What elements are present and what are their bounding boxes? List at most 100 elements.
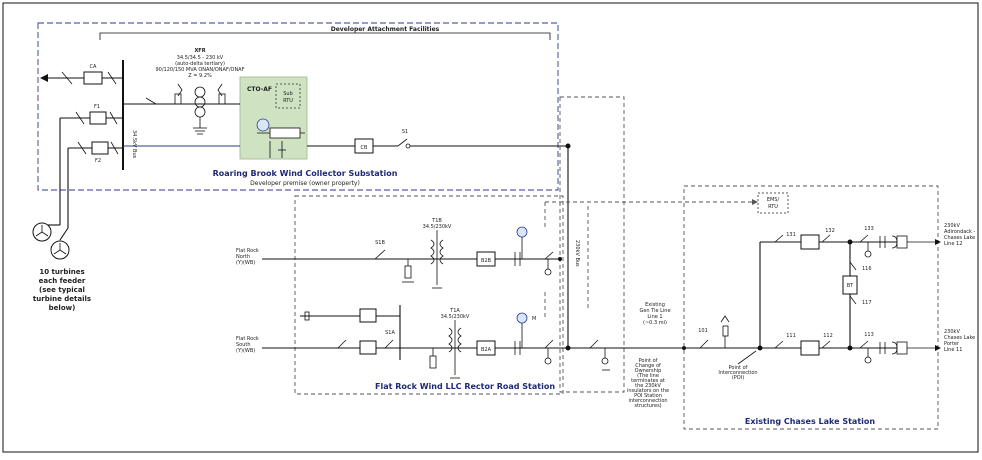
cb-bottom bbox=[476, 340, 496, 356]
poco-10: structures) bbox=[634, 403, 661, 409]
collector-subtitle: Developer premise (owner property) bbox=[250, 180, 360, 187]
collector-title: Roaring Brook Wind Collector Substation bbox=[213, 169, 398, 178]
line-bottom-2: South bbox=[236, 342, 251, 348]
chases-boundary bbox=[683, 185, 939, 430]
sw-113-label: 113 bbox=[864, 332, 874, 338]
collector-transformer: XFR 34.5/34.5 - 230 kV (auto-delta terti… bbox=[156, 48, 245, 135]
collector-switch-label: S1 bbox=[402, 129, 408, 135]
f1-label: F1 bbox=[94, 104, 100, 110]
out-top-3: Chases Lake bbox=[944, 235, 975, 241]
poco-8: POI Station bbox=[634, 393, 662, 399]
gen-tie-3: Line 1 bbox=[647, 314, 662, 320]
turbine-note-1: 10 turbines bbox=[39, 268, 84, 276]
sw-111-label: 111 bbox=[786, 333, 796, 339]
flat-rock-title: Flat Rock Wind LLC Rector Road Station bbox=[375, 382, 555, 391]
bus-tie-breaker bbox=[842, 275, 858, 295]
poco-9: interconnection bbox=[628, 398, 667, 404]
ems-2: RTU bbox=[768, 204, 778, 210]
breaker-111 bbox=[800, 340, 820, 356]
tie-annotations: Existing Gen Tie Line Line 1 (~0.3 mi) P… bbox=[627, 302, 686, 409]
bk-131-label: 131 bbox=[786, 232, 796, 238]
flat-rock-station: Flat Rock Wind LLC Rector Road Station F… bbox=[236, 195, 758, 395]
outer-border bbox=[2, 2, 979, 453]
poco-6: the 230kV bbox=[635, 383, 661, 389]
ca-label: CA bbox=[90, 64, 97, 70]
collector-substation: 34.5kV Bus CA F1 F2 bbox=[40, 48, 571, 241]
developer-attachment-region: Developer Attachment Facilities bbox=[37, 22, 559, 191]
poco-1: Point of bbox=[639, 358, 658, 364]
xfr-bottom-2: 34.5/230kV bbox=[441, 314, 470, 320]
poi-2: Interconnection bbox=[718, 370, 757, 376]
transformer-spec-3: 90/120/150 MVA ONAN/ONAF/ONAF bbox=[156, 67, 245, 73]
out-bottom-4: Line 11 bbox=[944, 347, 962, 353]
transformer-spec-2: (auto-delta tertiary) bbox=[175, 61, 225, 67]
turbine-note-3: (see typical bbox=[39, 286, 85, 294]
line-top-3: (Y)(WB) bbox=[236, 260, 255, 266]
sw-112-label: 112 bbox=[823, 333, 833, 339]
turbine-note-5: below) bbox=[49, 304, 76, 312]
chases-title: Existing Chases Lake Station bbox=[745, 417, 875, 426]
poco-4: (The line bbox=[637, 373, 659, 379]
poi-3: (POI) bbox=[732, 375, 744, 381]
bk-tie-label: BT bbox=[847, 283, 854, 289]
xfr-bottom-1: T1A bbox=[449, 308, 460, 314]
breaker-131 bbox=[800, 234, 820, 250]
poi-1: Point of bbox=[729, 365, 748, 371]
cto-rtu-box bbox=[275, 83, 301, 109]
poco-2: Change of bbox=[635, 363, 661, 369]
gen-tie-4: (~0.3 mi) bbox=[643, 320, 667, 326]
cb-bottom-label: B2A bbox=[481, 347, 492, 353]
out-bottom-2: Chases Lake - bbox=[944, 335, 979, 341]
line-bottom-1: Flat Rock bbox=[236, 336, 259, 342]
meter-top-icon bbox=[516, 226, 528, 238]
sw-top-label: S1B bbox=[375, 240, 385, 246]
out-top-2: Adirondack - bbox=[944, 229, 976, 235]
gen-tie-2: Gen Tie Line bbox=[639, 308, 670, 314]
sw-bottom-label: S1A bbox=[385, 330, 395, 336]
sw-116-label: 116 bbox=[862, 266, 872, 272]
out-top-1: 230kV bbox=[944, 223, 960, 229]
sw-133-label: 133 bbox=[864, 226, 874, 232]
gen-tie-corridor bbox=[559, 96, 625, 393]
turbine-note-4: turbine details bbox=[33, 295, 91, 303]
cto-inner-1: Sub bbox=[283, 91, 293, 97]
sw-101-label: 101 bbox=[698, 328, 708, 334]
turbine-note-2: each feeder bbox=[39, 277, 86, 285]
ca-breaker bbox=[83, 71, 103, 85]
cto-af-box: CTO-AF Sub RTU bbox=[239, 76, 308, 160]
cto-meter-icon bbox=[256, 118, 270, 132]
cto-inner-2: RTU bbox=[283, 98, 293, 104]
meter-label: M bbox=[532, 316, 536, 322]
transformer-label: XFR bbox=[194, 48, 205, 54]
ca-arrow-icon bbox=[40, 74, 48, 82]
out-bottom-3: Porter bbox=[944, 341, 960, 347]
poco-3: Ownership bbox=[635, 368, 662, 374]
xfr-top-2: 34.5/230kV bbox=[423, 224, 452, 230]
poco-7: insulators on the bbox=[627, 388, 669, 394]
f1-breaker bbox=[89, 111, 107, 125]
meter-bottom-icon bbox=[516, 312, 528, 324]
cb-top bbox=[476, 251, 496, 267]
poco-5: terminates at bbox=[631, 378, 665, 384]
chases-lake-station: Existing Chases Lake Station EMS/ RTU 10… bbox=[683, 185, 979, 430]
developer-title: Developer Attachment Facilities bbox=[331, 26, 440, 33]
out-top-4: Line 12 bbox=[944, 241, 962, 247]
transformer-spec-1: 34.5/34.5 - 230 kV bbox=[177, 55, 224, 61]
developer-boundary bbox=[37, 22, 559, 191]
transformer-spec-4: Z = 9.2% bbox=[188, 73, 212, 79]
f2-breaker bbox=[91, 141, 109, 155]
collector-bus-label: 34.5kV Bus bbox=[131, 130, 137, 159]
sw-132-label: 132 bbox=[825, 228, 835, 234]
cb-top-label: B2B bbox=[481, 258, 492, 264]
line-top-2: North bbox=[236, 254, 250, 260]
gen-tie-1: Existing bbox=[645, 302, 665, 308]
line-top-1: Flat Rock bbox=[236, 248, 259, 254]
collector-breaker-label: CB bbox=[361, 145, 368, 151]
sw-117-label: 117 bbox=[862, 300, 872, 306]
turbine-group: 10 turbines each feeder (see typical tur… bbox=[32, 222, 91, 312]
f2-label: F2 bbox=[95, 158, 101, 164]
tie-bus-label: 230kV Bus bbox=[574, 240, 580, 267]
line-bottom-3: (Y)(WB) bbox=[236, 348, 255, 354]
